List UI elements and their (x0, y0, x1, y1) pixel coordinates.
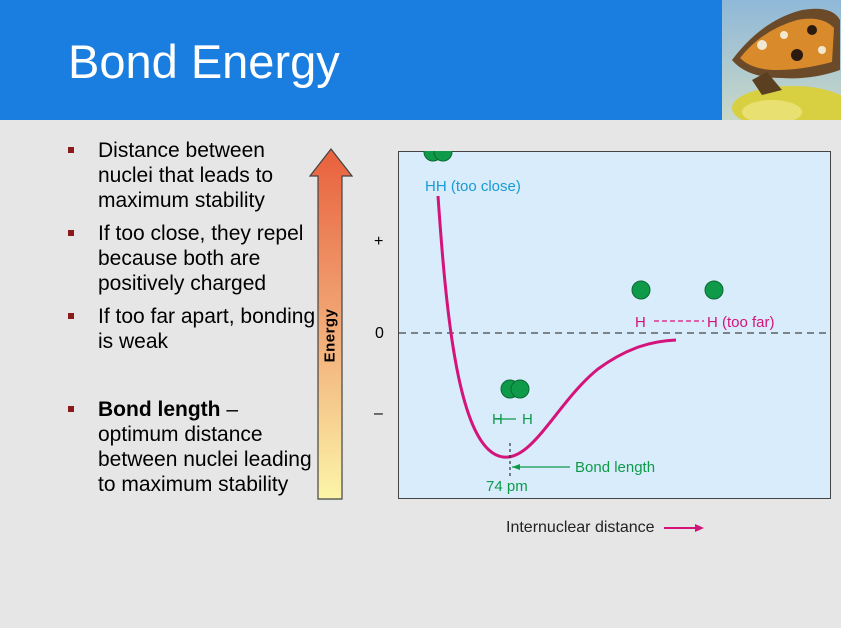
tick-plus: + (374, 233, 384, 250)
bullet-text: – optimum distance between nuclei leadin… (98, 398, 312, 496)
label-bond-h2: H (522, 411, 533, 428)
atom-too-far-2 (704, 280, 724, 300)
bullet-text: Distance between nuclei that leads to ma… (98, 139, 274, 212)
bullet-square-icon (68, 230, 74, 236)
slide-title: Bond Energy (68, 35, 340, 88)
bullet-list: Distance between nuclei that leads to ma… (68, 138, 318, 505)
label-bond-length-value: 74 pm (486, 478, 528, 495)
label-too-far-h: H (635, 314, 646, 331)
atom-too-far-1 (631, 280, 651, 300)
bullet-square-icon (68, 147, 74, 153)
label-too-far: H (too far) (707, 314, 775, 331)
energy-axis-label: Energy (321, 308, 339, 362)
energy-arrow (308, 148, 354, 502)
bullet-text: If too close, they repel because both ar… (98, 222, 304, 295)
bullet-bold-term: Bond length (98, 398, 221, 421)
bullet-text: If too far apart, bonding is weak (98, 305, 316, 353)
bullet-square-icon (68, 313, 74, 319)
label-bond-length: Bond length (575, 459, 656, 476)
tick-minus: – (374, 405, 383, 422)
arrow-right-icon (663, 523, 704, 532)
atom-bond-2 (510, 379, 530, 399)
bullet-item: Bond length – optimum distance between n… (68, 397, 318, 497)
bullet-item: If too close, they repel because both ar… (68, 221, 318, 296)
tick-zero: 0 (375, 325, 384, 342)
bullet-item: If too far apart, bonding is weak (68, 304, 318, 354)
bullet-item: Distance between nuclei that leads to ma… (68, 138, 318, 213)
potential-energy-plot: HH (too close) H H (too far) H H Bond le… (398, 142, 831, 499)
x-axis-label: Internuclear distance (506, 519, 705, 537)
energy-curve (436, 195, 677, 459)
bullet-square-icon (68, 406, 74, 412)
label-too-close: HH (too close) (425, 178, 521, 195)
slide-header: Bond Energy (0, 0, 841, 120)
butterfly-photo (722, 0, 841, 120)
label-bond-h1: H (492, 411, 503, 428)
